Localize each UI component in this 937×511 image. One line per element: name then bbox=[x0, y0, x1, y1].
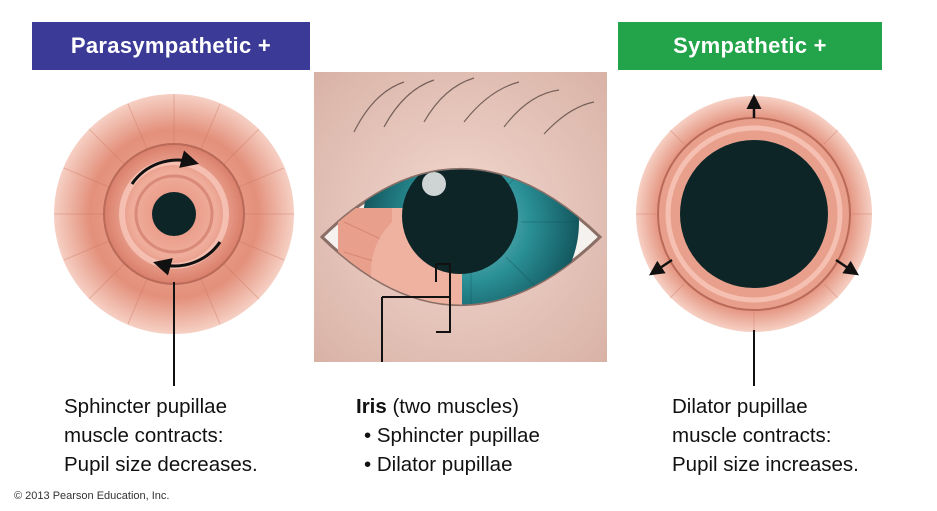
constricted-iris-illustration bbox=[54, 94, 294, 336]
iris-muscle-item: • Sphincter pupillae bbox=[364, 424, 540, 447]
sympathetic-banner: Sympathetic + bbox=[618, 22, 882, 70]
iris-caption: Iris (two muscles) • Sphincter pupillae … bbox=[356, 392, 616, 479]
caption-line: Sphincter pupillae bbox=[64, 395, 227, 418]
clockwise-arrow-bottom-icon bbox=[153, 241, 222, 276]
left-pointer-line-ext bbox=[173, 330, 175, 386]
right-pointer-line-ext bbox=[753, 330, 755, 386]
iris-title: Iris (two muscles) bbox=[356, 392, 616, 421]
caption-line: Dilator pupillae bbox=[672, 395, 808, 418]
iris-title-rest: (two muscles) bbox=[386, 395, 519, 418]
parasympathetic-banner: Parasympathetic + bbox=[32, 22, 310, 70]
caption-line: Pupil size increases. bbox=[672, 453, 859, 476]
iris-muscle-item: • Dilator pupillae bbox=[364, 453, 513, 476]
dilated-pupil bbox=[680, 140, 828, 288]
dilated-iris-illustration bbox=[636, 94, 872, 336]
eye-illustration bbox=[314, 72, 607, 362]
iris-word: Iris bbox=[356, 395, 387, 418]
copyright-notice: © 2013 Pearson Education, Inc. bbox=[14, 490, 170, 502]
clockwise-arrow-top-icon bbox=[130, 150, 199, 185]
dilator-caption: Dilator pupillae muscle contracts: Pupil… bbox=[672, 392, 937, 479]
constricted-pupil bbox=[152, 192, 196, 236]
caption-line: Pupil size decreases. bbox=[64, 453, 258, 476]
sphincter-caption: Sphincter pupillae muscle contracts: Pup… bbox=[64, 392, 344, 479]
outward-arrow-right-icon bbox=[835, 258, 859, 276]
light-reflection bbox=[422, 172, 446, 196]
caption-line: muscle contracts: bbox=[672, 424, 832, 447]
caption-line: muscle contracts: bbox=[64, 424, 224, 447]
outward-arrow-left-icon bbox=[649, 258, 673, 276]
